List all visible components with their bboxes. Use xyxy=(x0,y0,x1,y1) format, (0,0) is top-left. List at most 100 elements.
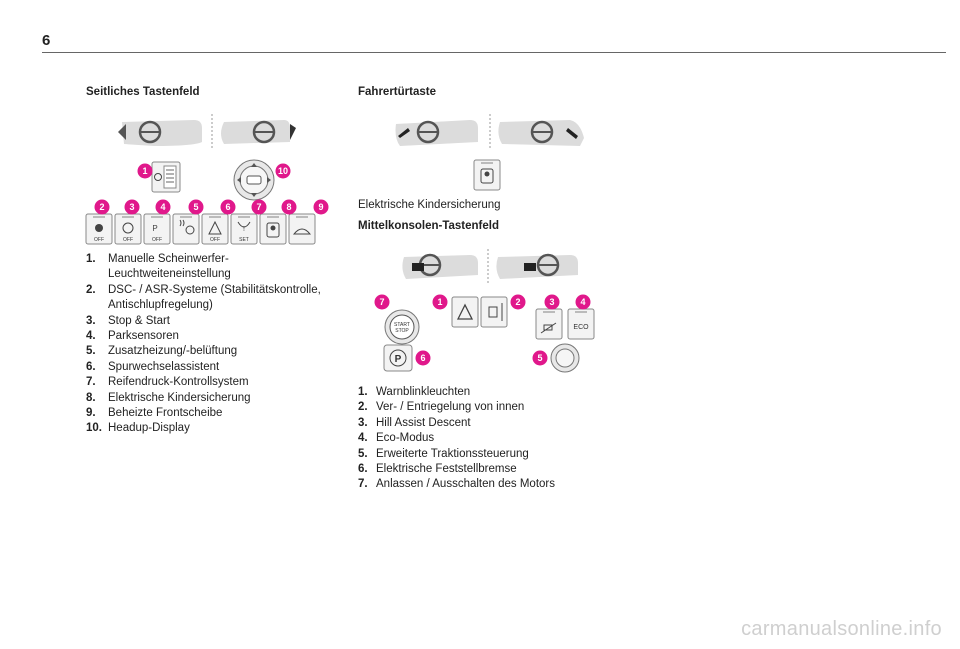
list-item: 1.Warnblinkleuchten xyxy=(358,386,471,398)
heated-windscreen-button xyxy=(288,213,316,245)
right-legend-list: 1.Warnblinkleuchten 2.Ver- / Entriegelun… xyxy=(358,385,618,493)
page-number: 6 xyxy=(42,32,51,49)
door-left-silhouette xyxy=(395,120,478,146)
svg-text:8: 8 xyxy=(286,202,291,212)
svg-text:1: 1 xyxy=(142,166,147,176)
callout-8-left: 8 xyxy=(281,199,297,215)
button-row: OFF OFF P OFF OFF ! SET xyxy=(85,213,316,245)
driver-door-illustration xyxy=(395,114,584,191)
list-item: 2.DSC- / ASR-Systeme (Stabilitätskontrol… xyxy=(86,283,321,312)
callout-1-left: 1 xyxy=(137,163,153,179)
svg-text:9: 9 xyxy=(318,202,323,212)
start-stop-button: START STOP xyxy=(384,309,420,345)
svg-text:STOP: STOP xyxy=(395,328,409,334)
park-sensor-off-label: OFF xyxy=(152,237,162,243)
list-item: 7.Anlassen / Ausschalten des Motors xyxy=(358,478,555,491)
list-item: 8.Elektrische Kindersicherung xyxy=(86,391,251,404)
dsc-off-label: OFF xyxy=(94,237,104,243)
svg-text:4: 4 xyxy=(580,297,585,307)
aux-heater-button xyxy=(172,213,200,245)
callout-4-left: 4 xyxy=(155,199,171,215)
callout-4-right: 4 xyxy=(575,294,591,310)
side-panel-illustration: OFF OFF P OFF OFF ! SET xyxy=(85,114,316,245)
stop-start-button: OFF xyxy=(114,213,142,245)
svg-text:7: 7 xyxy=(379,297,384,307)
callout-10-left: 10 xyxy=(275,163,291,179)
callout-6-left: 6 xyxy=(220,199,236,215)
dashboard-right-silhouette xyxy=(221,120,296,144)
callout-5-left: 5 xyxy=(188,199,204,215)
svg-text:10: 10 xyxy=(278,166,288,176)
svg-text:2: 2 xyxy=(99,202,104,212)
central-lock-button xyxy=(480,296,508,328)
tire-pressure-button: ! SET xyxy=(230,213,258,245)
svg-text:7: 7 xyxy=(256,202,261,212)
child-lock-button xyxy=(259,213,287,245)
svg-text:!: ! xyxy=(243,226,245,233)
lane-change-off-label: OFF xyxy=(210,237,220,243)
callout-7-left: 7 xyxy=(251,199,267,215)
door-child-lock-button xyxy=(473,159,501,191)
callout-1-right: 1 xyxy=(432,294,448,310)
console-left-silhouette xyxy=(402,253,478,279)
list-item: 3.Stop & Start xyxy=(86,314,171,327)
header-rule xyxy=(42,52,946,53)
center-console-illustration: START STOP ECO P xyxy=(383,249,595,373)
svg-text:START: START xyxy=(394,322,410,328)
list-item: 6.Elektrische Feststellbremse xyxy=(358,463,517,476)
eco-label: ECO xyxy=(573,324,589,331)
watermark: carmanualsonline.info xyxy=(741,618,942,640)
list-item: 6.Spurwechselassistent xyxy=(86,360,220,373)
dashboard-left-silhouette xyxy=(118,120,202,146)
list-item: 9.Beheizte Frontscheibe xyxy=(86,407,223,420)
tire-pressure-set-label: SET xyxy=(239,237,249,243)
svg-text:3: 3 xyxy=(129,202,134,212)
lane-change-button: OFF xyxy=(201,213,229,245)
hill-descent-button xyxy=(535,308,563,340)
callout-9-left: 9 xyxy=(313,199,329,215)
svg-text:4: 4 xyxy=(160,202,165,212)
stop-start-off-label: OFF xyxy=(123,237,133,243)
door-caption: Elektrische Kindersicherung xyxy=(358,199,501,211)
console-right-silhouette xyxy=(496,253,578,279)
park-brake-p-label: P xyxy=(395,354,402,365)
center-console-heading: Mittelkonsolen-Tastenfeld xyxy=(358,220,499,232)
headlight-adjust-switch xyxy=(151,161,181,193)
list-item: 4.Eco-Modus xyxy=(358,432,435,445)
svg-text:P: P xyxy=(152,224,157,233)
dsc-button: OFF xyxy=(85,213,113,245)
callout-2-right: 2 xyxy=(510,294,526,310)
parking-brake-switch: P xyxy=(383,344,413,372)
list-item: 5.Erweiterte Traktionssteuerung xyxy=(358,447,529,460)
svg-text:5: 5 xyxy=(537,353,542,363)
svg-text:3: 3 xyxy=(549,297,554,307)
list-item: 10.Headup-Display xyxy=(86,422,190,435)
callout-7-right: 7 xyxy=(374,294,390,310)
callout-3-left: 3 xyxy=(124,199,140,215)
headup-display-controller xyxy=(233,159,275,201)
callout-5-right: 5 xyxy=(532,350,548,366)
svg-text:1: 1 xyxy=(437,297,442,307)
hazard-button xyxy=(451,296,479,328)
svg-text:6: 6 xyxy=(225,202,230,212)
driver-door-heading: Fahrertürtaste xyxy=(358,86,436,98)
door-right-silhouette xyxy=(498,120,584,146)
callout-6-right: 6 xyxy=(415,350,431,366)
list-item: 1.Manuelle Scheinwerfer-Leuchtweiteneins… xyxy=(86,253,231,281)
callout-3-right: 3 xyxy=(544,294,560,310)
callout-2-left: 2 xyxy=(94,199,110,215)
left-heading: Seitliches Tastenfeld xyxy=(86,86,200,98)
list-item: 4.Parksensoren xyxy=(86,330,179,343)
traction-control-dial xyxy=(550,343,580,373)
svg-text:2: 2 xyxy=(515,297,520,307)
list-item: 2.Ver- / Entriegelung von innen xyxy=(358,401,525,414)
left-legend-list: 1.Manuelle Scheinwerfer-Leuchtweiteneins… xyxy=(86,252,346,437)
list-item: 7.Reifendruck-Kontrollsystem xyxy=(86,376,249,389)
park-sensor-button: P OFF xyxy=(143,213,171,245)
list-item: 5.Zusatzheizung/-belüftung xyxy=(86,345,238,358)
svg-text:5: 5 xyxy=(193,202,198,212)
svg-text:6: 6 xyxy=(420,353,425,363)
list-item: 3.Hill Assist Descent xyxy=(358,416,471,429)
